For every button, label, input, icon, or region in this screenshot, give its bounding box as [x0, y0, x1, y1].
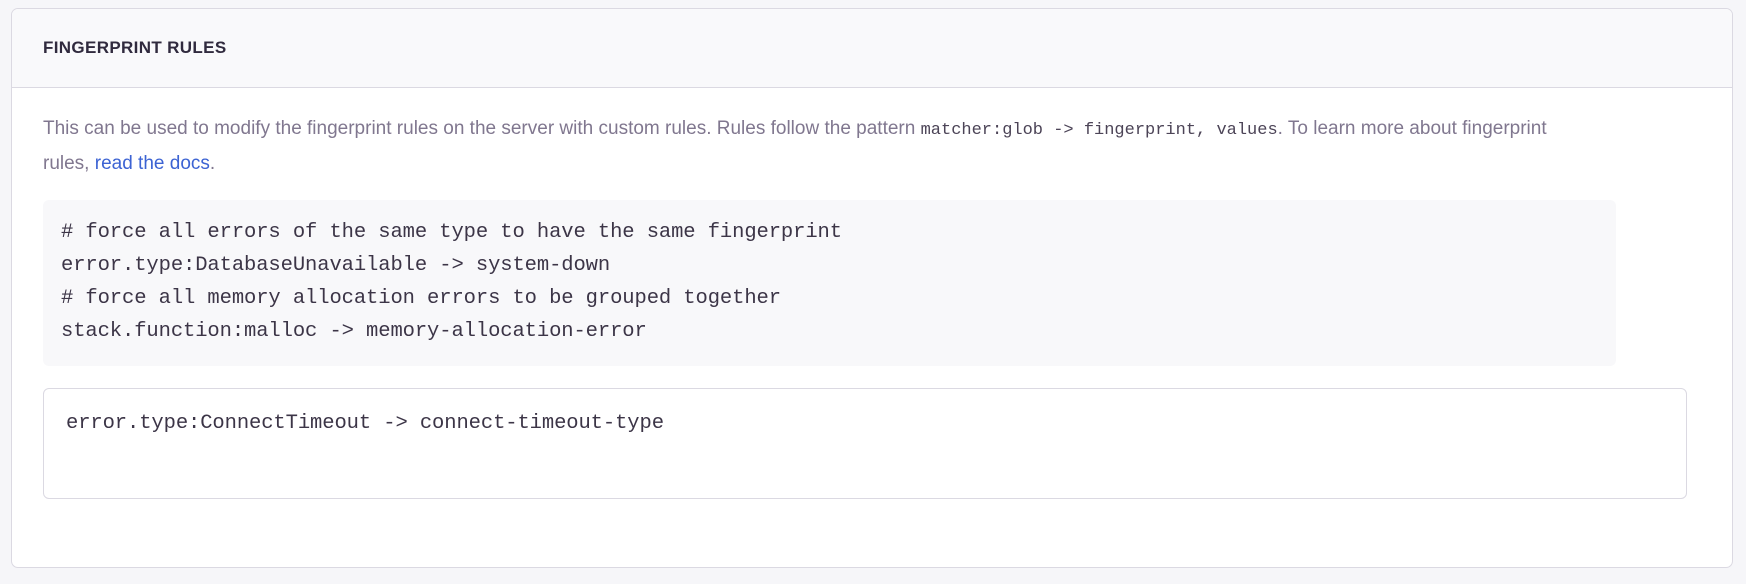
description-part-1: This can be used to modify the fingerpri… [43, 118, 921, 139]
fingerprint-rules-input[interactable] [66, 409, 1664, 498]
description-part-3: . [209, 153, 216, 174]
code-line: error.type:DatabaseUnavailable -> system… [61, 254, 611, 277]
inline-code-pattern: matcher:glob -> fingerprint, values [920, 121, 1278, 140]
fingerprint-rules-panel: FINGERPRINT RULES This can be used to mo… [11, 8, 1733, 568]
panel-header: FINGERPRINT RULES [12, 9, 1732, 88]
description-text: This can be used to modify the fingerpri… [43, 112, 1588, 180]
code-line: # force all errors of the same type to h… [61, 221, 842, 244]
code-line: stack.function:malloc -> memory-allocati… [61, 320, 647, 343]
description-part-2: . To learn more about fingerprint rules, [43, 118, 1547, 174]
code-line: # force all memory allocation errors to … [61, 287, 781, 310]
page-title: FINGERPRINT RULES [43, 38, 227, 57]
read-the-docs-link[interactable]: read the docs [94, 153, 210, 174]
example-rules-code-block: # force all errors of the same type to h… [43, 200, 1616, 366]
panel-body: This can be used to modify the fingerpri… [12, 88, 1732, 499]
fingerprint-rules-input-container[interactable] [43, 388, 1687, 499]
